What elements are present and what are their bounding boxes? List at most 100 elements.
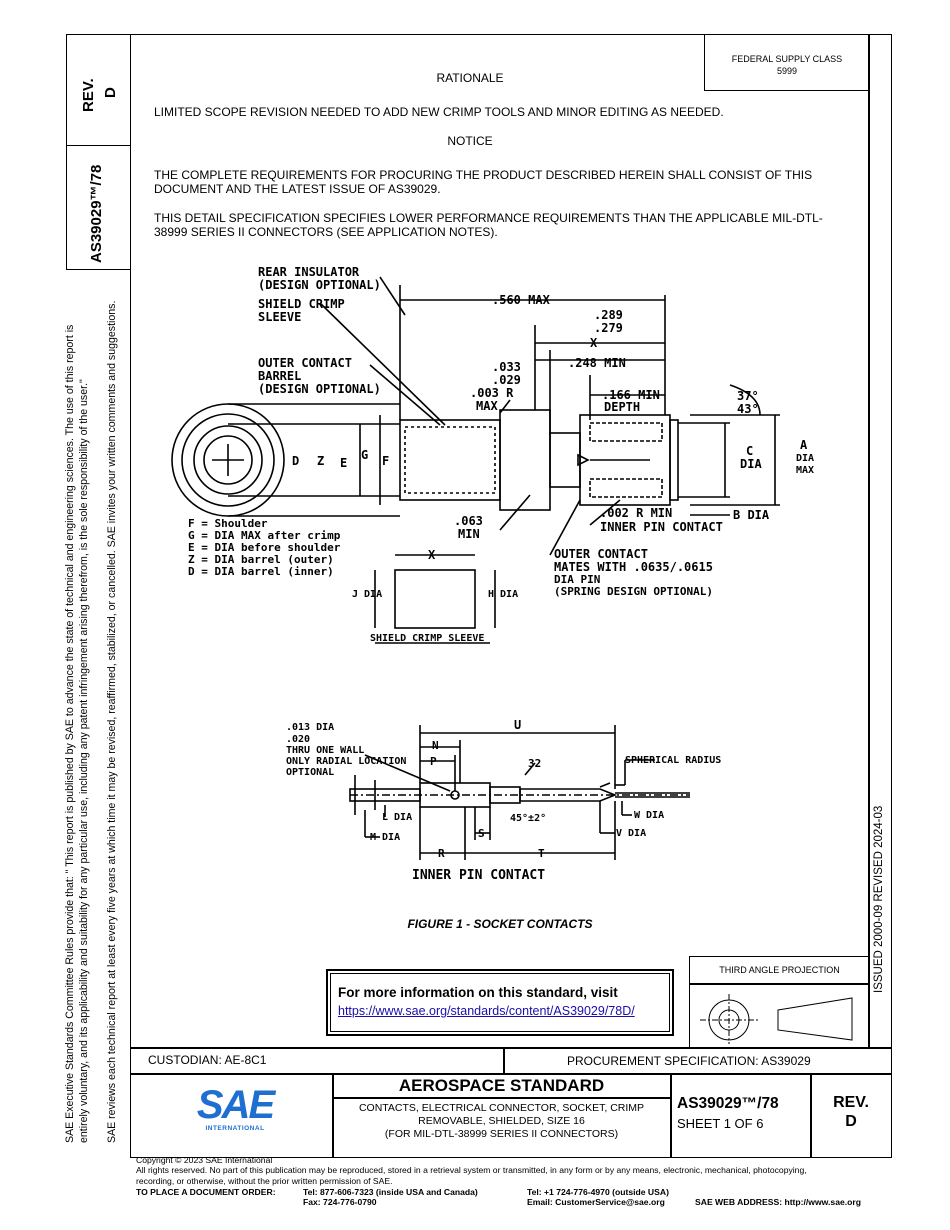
dim-t: T: [538, 847, 545, 860]
shield-crimp-label-2: SLEEVE: [258, 310, 301, 324]
rev-divider: [810, 1073, 812, 1158]
dim-279: .279: [594, 321, 623, 335]
sleeve-title: SHIELD CRIMP SLEEVE: [370, 633, 484, 644]
dim-560: .560 MAX: [492, 293, 551, 307]
dim-x: X: [590, 336, 598, 350]
outer-mates-4: (SPRING DESIGN OPTIONAL): [554, 585, 713, 598]
shield-crimp-label-1: SHIELD CRIMP: [258, 297, 345, 311]
hole-note-5: OPTIONAL: [286, 767, 334, 778]
projection-label: THIRD ANGLE PROJECTION: [719, 965, 840, 975]
side-note-line1: SAE Executive Standards Committee Rules …: [64, 324, 76, 1143]
desc-line2: REMOVABLE, SHIELDED, SIZE 16: [418, 1115, 585, 1127]
hole-note-3: THRU ONE WALL: [286, 745, 364, 756]
sae-logo: SAE INTERNATIONAL: [196, 1083, 275, 1132]
dim-003-1: .003 R: [470, 386, 514, 400]
dim-248: .248 MIN: [568, 356, 626, 370]
footer-email: Email: CustomerService@sae.org: [527, 1197, 665, 1207]
dim-063-1: .063: [454, 514, 483, 528]
footer-rights-1: All rights reserved. No part of this pub…: [136, 1165, 807, 1175]
dim-letter-z: Z: [317, 454, 324, 468]
standard-link[interactable]: https://www.sae.org/standards/content/AS…: [338, 1004, 635, 1018]
dim-289: .289: [594, 308, 623, 322]
sheet-number: SHEET 1 OF 6: [677, 1116, 764, 1131]
dim-063-2: MIN: [458, 527, 480, 541]
title-block-mid: [130, 1073, 892, 1075]
info-box-inner: [330, 973, 670, 1032]
desc-line1: CONTACTS, ELECTRICAL CONNECTOR, SOCKET, …: [358, 1102, 645, 1114]
dim-033: .033: [492, 360, 521, 374]
notice-para2: THIS DETAIL SPECIFICATION SPECIFIES LOWE…: [154, 211, 823, 239]
socket-contact-drawing: REAR INSULATOR (DESIGN OPTIONAL) SHIELD …: [171, 265, 814, 644]
w-dia: W DIA: [634, 810, 664, 821]
spherical-radius: SPHERICAL RADIUS: [625, 755, 721, 766]
footer-order-label: TO PLACE A DOCUMENT ORDER:: [136, 1187, 276, 1197]
sleeve-x: X: [428, 548, 436, 562]
desc-line3: (FOR MIL-DTL-38999 SERIES II CONNECTORS): [384, 1128, 619, 1140]
inner-pin-drawing: .013 DIA .020 THRU ONE WALL ONLY RADIAL …: [286, 718, 721, 883]
dim-letter-e: E: [340, 456, 347, 470]
legend-z: Z = DIA barrel (outer): [188, 553, 334, 566]
b-dia-label: B DIA: [733, 508, 770, 522]
title-rev-value: D: [845, 1113, 857, 1130]
dim-002: .002 R MIN: [600, 506, 672, 520]
notice-para1: THE COMPLETE REQUIREMENTS FOR PROCURING …: [154, 168, 813, 196]
dim-p: P: [430, 755, 437, 768]
number-divider: [670, 1073, 672, 1158]
legend-d: D = DIA barrel (inner): [188, 565, 334, 578]
a-dia-1: A: [800, 438, 808, 452]
outer-mates-1: OUTER CONTACT: [554, 547, 648, 561]
m-dia: M DIA: [370, 832, 400, 843]
dim-letter-d: D: [292, 454, 299, 468]
legend-e: E = DIA before shoulder: [188, 541, 341, 554]
supply-class-box: [704, 34, 870, 91]
outer-contact-label-3: (DESIGN OPTIONAL): [258, 382, 381, 396]
dim-n: N: [432, 739, 439, 752]
outer-contact-label-1: OUTER CONTACT: [258, 356, 352, 370]
v-dia: V DIA: [616, 828, 646, 839]
figure-caption: FIGURE 1 - SOCKET CONTACTS: [407, 917, 593, 931]
rear-insulator-label-1: REAR INSULATOR: [258, 265, 360, 279]
procurement-spec: PROCUREMENT SPECIFICATION: AS39029: [567, 1054, 811, 1068]
sleeve-j: J DIA: [352, 589, 382, 600]
footer-fax: Fax: 724-776-0790: [303, 1197, 377, 1207]
dim-r: R: [438, 847, 445, 860]
projection-symbol: [700, 994, 853, 1044]
footer-rights-2: recording, or otherwise, without the pri…: [136, 1176, 393, 1186]
footer-copyright: Copyright © 2023 SAE International: [136, 1155, 273, 1165]
c-dia-2: DIA: [740, 457, 762, 471]
notice-heading: NOTICE: [447, 134, 493, 148]
issue-strip-divider: [868, 34, 870, 1047]
outer-contact-label-2: BARREL: [258, 369, 301, 383]
info-box: [326, 969, 674, 1036]
dim-s: S: [478, 827, 485, 840]
hole-note-1: .013 DIA: [286, 722, 334, 733]
dim-003-2: MAX: [476, 399, 498, 413]
footer-web: SAE WEB ADDRESS: http://www.sae.org: [695, 1197, 861, 1207]
info-box-text: For more information on this standard, v…: [338, 985, 618, 1000]
sae-logo-mark: SAE: [196, 1083, 275, 1127]
side-rev-label: REV.: [80, 78, 97, 112]
c-dia-1: C: [746, 444, 753, 458]
main-frame: [130, 34, 892, 1158]
dim-letter-f: F: [382, 454, 389, 468]
footer-tel-out: Tel: +1 724-776-4970 (outside USA): [527, 1187, 669, 1197]
dim-166-2: DEPTH: [604, 400, 640, 414]
custodian: CUSTODIAN: AE-8C1: [148, 1053, 267, 1067]
hole-note-2: .020: [286, 734, 310, 745]
dim-166-1: .166 MIN: [602, 388, 660, 402]
dim-029: .029: [492, 373, 521, 387]
title-block-top: [130, 1047, 892, 1049]
rev-side-box: [66, 34, 131, 146]
angle-2: 43°: [737, 402, 759, 416]
legend-g: G = DIA MAX after crimp: [188, 529, 341, 542]
outer-mates-2: MATES WITH .0635/.0615: [554, 560, 713, 574]
issue-revision-strip: ISSUED 2000-09 REVISED 2024-03: [873, 805, 885, 993]
projection-divider: [689, 983, 870, 985]
supply-class-label: FEDERAL SUPPLY CLASS: [731, 54, 843, 64]
l-dia: L DIA: [382, 812, 412, 823]
title-doc-number: AS39029™/78: [677, 1095, 779, 1112]
title-rev-label: REV.: [833, 1094, 869, 1111]
side-rev-value: D: [102, 87, 119, 98]
legend-f: F = Shoulder: [188, 517, 268, 530]
finish-32: 32: [528, 757, 541, 770]
